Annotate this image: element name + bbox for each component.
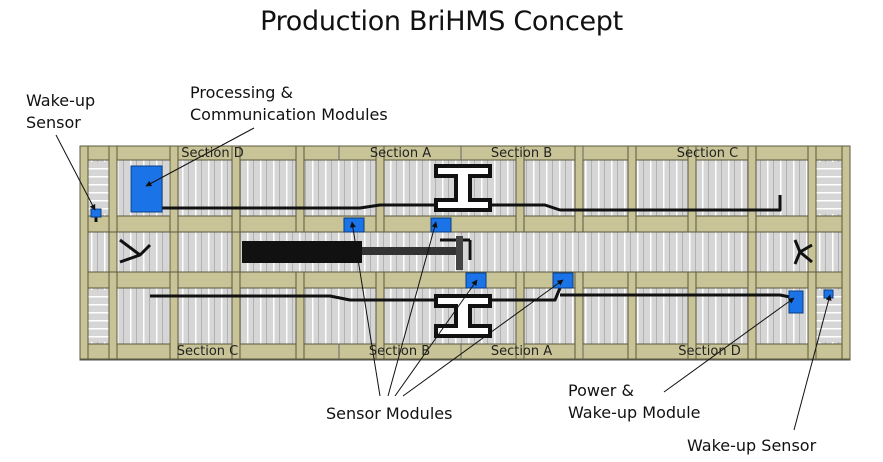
section-label-top-4: Section C xyxy=(676,146,739,161)
wakeup-sensor-left-line1: Wake-up xyxy=(26,91,96,110)
i-beam-joints xyxy=(434,164,492,338)
diagram-title: Production BriHMS Concept xyxy=(260,6,623,37)
section-label-top-3: Section B xyxy=(490,146,553,161)
power-line1: Power & xyxy=(568,381,634,400)
section-dividers xyxy=(338,146,584,359)
section-label-bottom-3: Section A xyxy=(490,344,553,359)
section-label-bottom-4: Section D xyxy=(678,344,741,359)
wakeup-sensor-left-label: Wake-up Sensor xyxy=(26,90,95,134)
power-wakeup-module xyxy=(788,290,804,314)
sensor-modules-label: Sensor Modules xyxy=(326,404,453,423)
section-label-bottom-1: Section C xyxy=(176,344,239,359)
processing-line2: Communication Modules xyxy=(190,105,388,124)
processing-communication-module xyxy=(130,165,163,213)
leader-lines xyxy=(55,127,832,431)
power-wakeup-label: Power & Wake-up Module xyxy=(568,380,700,424)
main-cable-bundle xyxy=(242,236,463,270)
sensor-module-1 xyxy=(343,217,365,233)
sensor-module-3 xyxy=(465,272,487,289)
wakeup-sensor-right-label: Wake-up Sensor xyxy=(687,436,817,455)
section-label-top-2: Section A xyxy=(369,146,432,161)
wakeup-sensor-left-line2: Sensor xyxy=(26,113,81,132)
power-line2: Wake-up Module xyxy=(568,403,701,422)
processing-line1: Processing & xyxy=(190,83,293,102)
section-label-top-1: Section D xyxy=(181,146,244,161)
processing-label: Processing & Communication Modules xyxy=(190,82,388,126)
deck-frame xyxy=(79,145,851,360)
wake-up-sensor-left xyxy=(90,208,102,218)
section-label-bottom-2: Section B xyxy=(368,344,431,359)
wake-up-sensor-right xyxy=(823,289,834,299)
